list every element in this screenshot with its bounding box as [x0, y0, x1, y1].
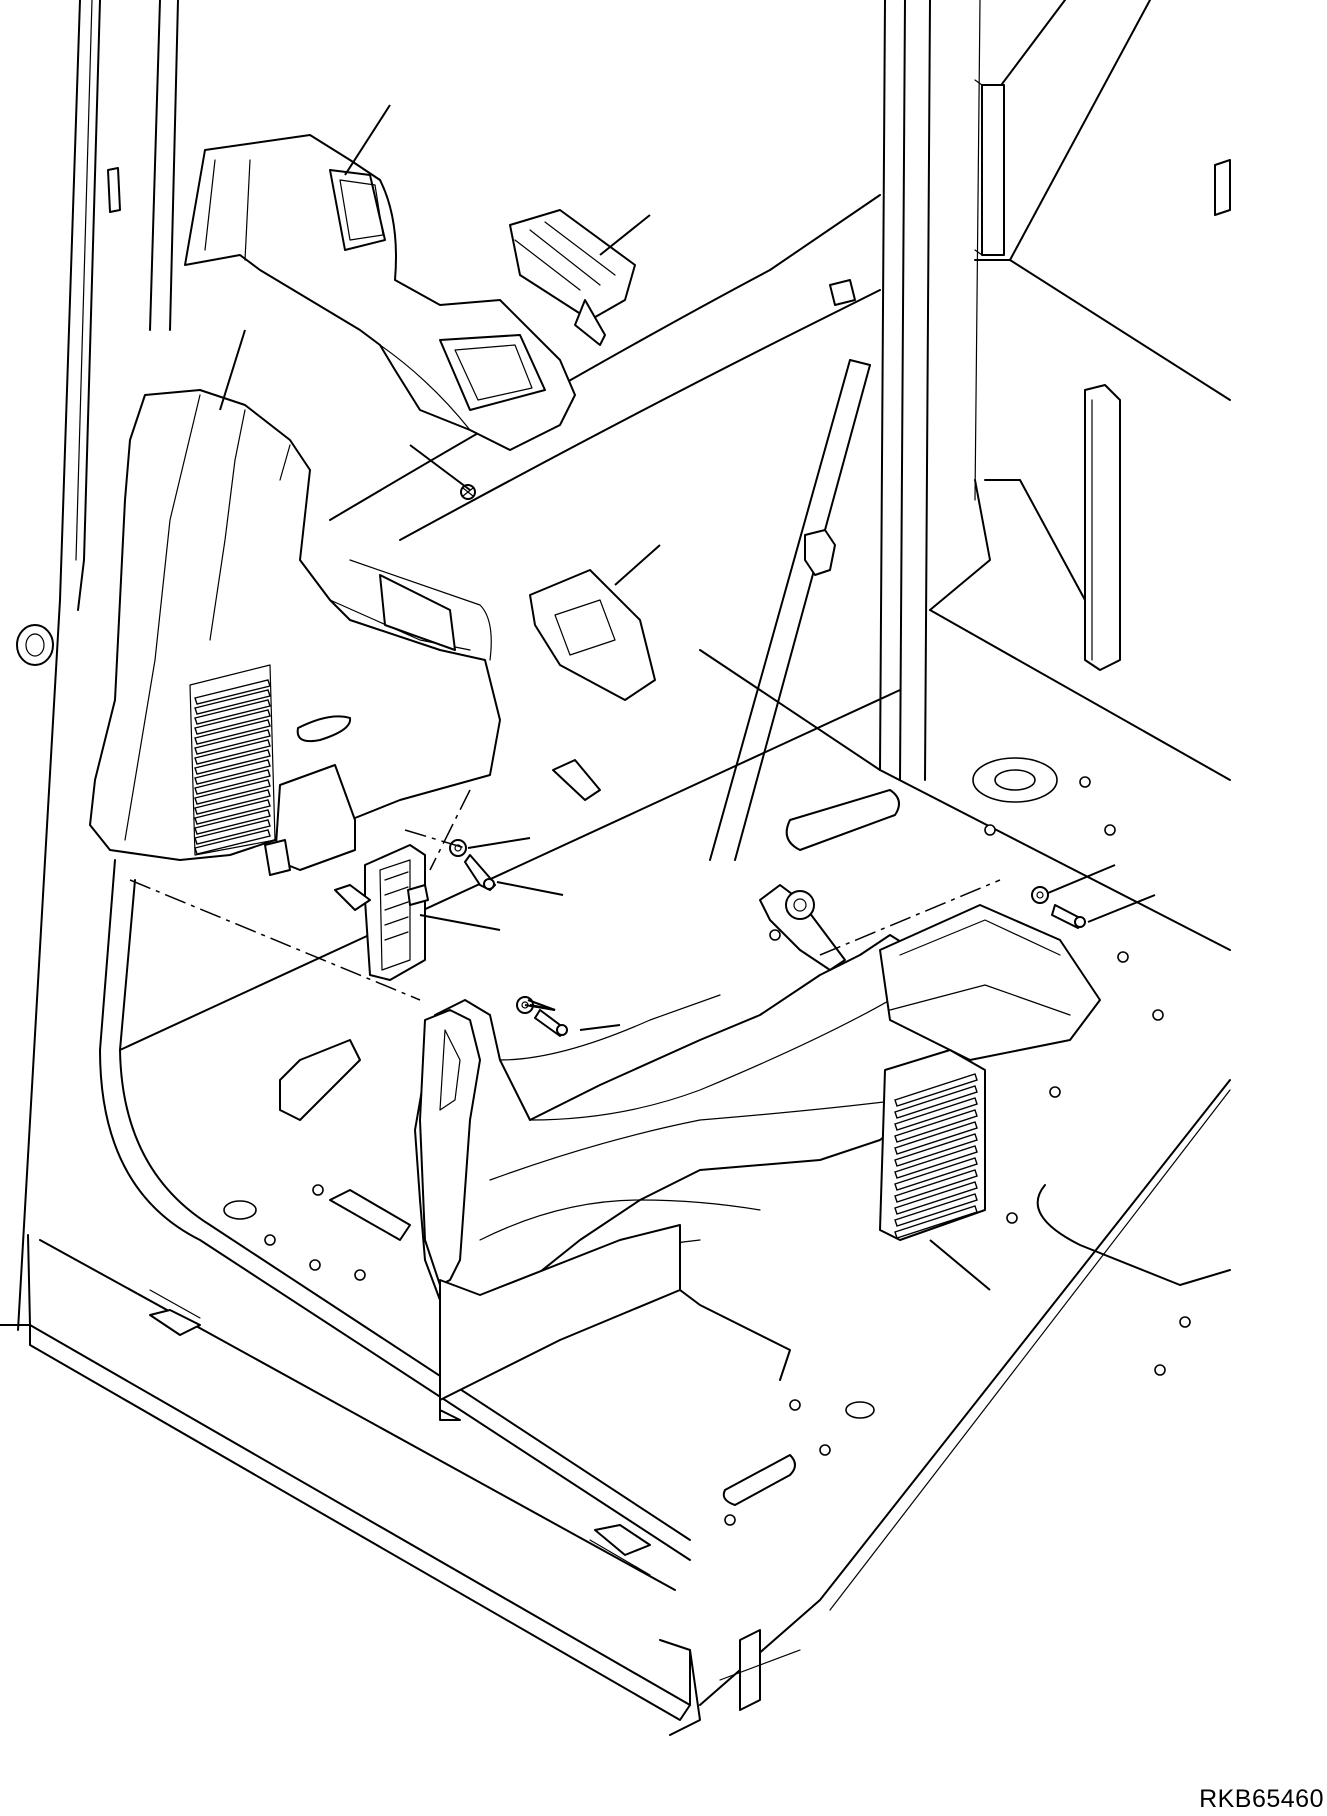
grille-slat — [894, 1073, 978, 1107]
screw-upper — [460, 484, 476, 500]
grille-slat — [194, 729, 271, 755]
pillar-clips — [16, 167, 651, 1556]
grille-slat — [194, 679, 271, 705]
left-side-cover — [89, 389, 501, 876]
grille-slat — [894, 1193, 978, 1227]
louver-part — [509, 209, 636, 346]
grille-slat — [894, 1169, 978, 1203]
leader-lines — [219, 104, 1156, 1291]
rear-wall-panel — [279, 194, 881, 1121]
grille-slat — [894, 1097, 978, 1131]
grille-slat — [194, 819, 271, 845]
assembly-centerlines — [129, 789, 1001, 1001]
grille-slat — [894, 1145, 978, 1179]
floor-duct-assembly — [414, 884, 1101, 1421]
grille-slat — [894, 1085, 978, 1119]
upper-duct-part — [184, 134, 576, 451]
grille-slat — [894, 1109, 978, 1143]
grille-slat — [194, 779, 271, 805]
grille-slat — [194, 699, 271, 725]
grille-slat — [194, 759, 271, 785]
floor-plate — [119, 649, 1231, 1711]
grille-slat — [894, 1205, 978, 1239]
grille-slat — [194, 749, 271, 775]
grille-slat — [194, 829, 271, 855]
duct-outlet — [364, 844, 429, 981]
grille-slat — [194, 739, 271, 765]
grille-slat — [894, 1157, 978, 1191]
grille-slat — [894, 1133, 978, 1167]
grille-slat — [194, 789, 271, 815]
side-cover-grille — [189, 664, 276, 856]
grille-slat — [194, 719, 271, 745]
grille-slat — [894, 1121, 978, 1155]
side-cover-grille-slats — [194, 679, 271, 855]
drawing-id-code: RKB65460 — [1199, 1785, 1324, 1813]
grille-slat — [194, 799, 271, 825]
grille-slat — [194, 769, 271, 795]
cab-frame — [0, 0, 1231, 1736]
vent-grille — [529, 569, 656, 701]
grille-slat — [194, 809, 271, 835]
grille-slat — [894, 1181, 978, 1215]
grille-slat — [194, 709, 271, 735]
floor-duct-grille-slats — [894, 1073, 978, 1239]
grille-slat — [194, 689, 271, 715]
